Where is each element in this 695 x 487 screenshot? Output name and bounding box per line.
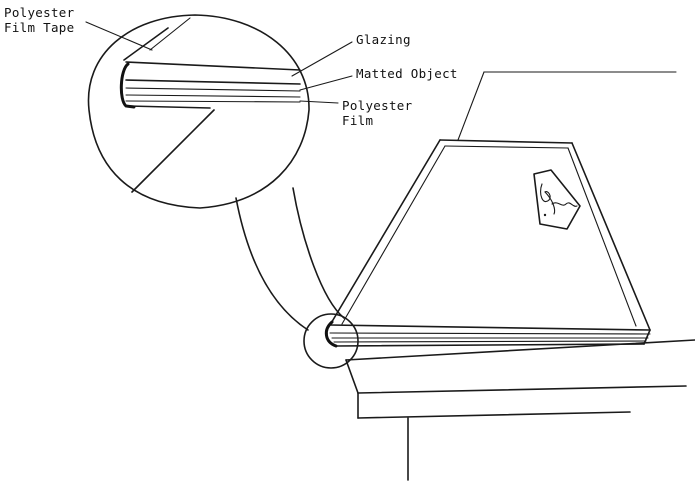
- package-left-edge: [329, 139, 441, 326]
- package-corner-tape: [324, 320, 338, 348]
- table: [345, 339, 695, 481]
- detail-object-line: [125, 87, 301, 92]
- leader-matted-object-down: [457, 71, 485, 141]
- leader-polyester-film: [299, 100, 339, 104]
- package-right-edge: [571, 142, 651, 331]
- detail-wrapped-edge: [119, 62, 136, 109]
- label-film-tape-line2: Film Tape: [4, 20, 75, 35]
- label-glazing: Glazing: [356, 32, 411, 47]
- package-front-top: [329, 324, 651, 331]
- leader-film-tape: [85, 21, 153, 51]
- package-front-1: [329, 332, 651, 335]
- detail-circle-outline: [87, 14, 310, 209]
- table-top-front: [357, 385, 687, 394]
- table-bottom-front: [357, 411, 631, 419]
- package-front-bottom: [335, 343, 645, 347]
- table-top-left: [345, 359, 359, 394]
- package-front-3: [333, 340, 647, 343]
- package-back-edge-inner: [444, 145, 569, 149]
- handwritten-signature-icon: [533, 169, 581, 230]
- detail-tape-top-edge: [123, 27, 169, 61]
- table-top-back: [345, 339, 695, 361]
- detail-glazing-top: [125, 61, 301, 71]
- callout-tail-right: [292, 187, 345, 319]
- package-right-edge-inner: [567, 147, 637, 327]
- callout-tail-left: [235, 197, 309, 331]
- package-left-edge-inner: [341, 145, 446, 325]
- label-matted-object: Matted Object: [356, 66, 458, 81]
- framing-package: [324, 71, 677, 348]
- detail-bottom-line: [127, 105, 211, 109]
- label-polyester-film-line1: Polyester: [342, 98, 413, 113]
- corner-magnifier-circle: [303, 313, 359, 369]
- leader-lines: [85, 21, 353, 104]
- detail-table-edge: [131, 109, 215, 193]
- label-film-tape-line1: Polyester: [4, 5, 75, 20]
- detail-tape-diagonal: [149, 17, 191, 51]
- leader-matted-object: [299, 75, 353, 91]
- detail-film-line-2: [125, 100, 301, 103]
- package-back-edge: [439, 139, 573, 144]
- detail-film-line: [125, 94, 301, 98]
- detail-glazing-bottom: [125, 79, 301, 85]
- label-polyester-film-line2: Film: [342, 113, 374, 128]
- leader-glazing: [291, 41, 353, 77]
- magnified-detail: [87, 14, 345, 331]
- package-right-end: [643, 329, 651, 345]
